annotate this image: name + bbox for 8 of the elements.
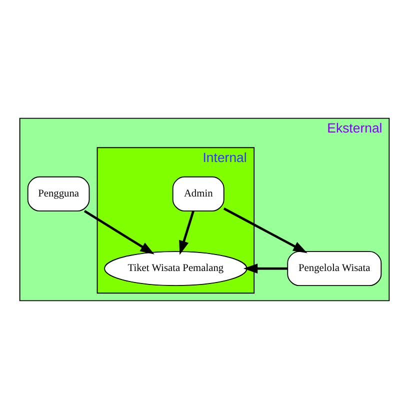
arrow (84, 210, 154, 254)
node-box: Pengguna (27, 176, 90, 212)
node-ellipse: Tiket Wisata Pemalang (104, 251, 248, 286)
node-box: Admin (172, 176, 224, 212)
arrow (243, 264, 288, 274)
node-box: Pengelola Wisata (287, 251, 382, 286)
arrow (223, 208, 308, 254)
arrow (179, 210, 194, 255)
